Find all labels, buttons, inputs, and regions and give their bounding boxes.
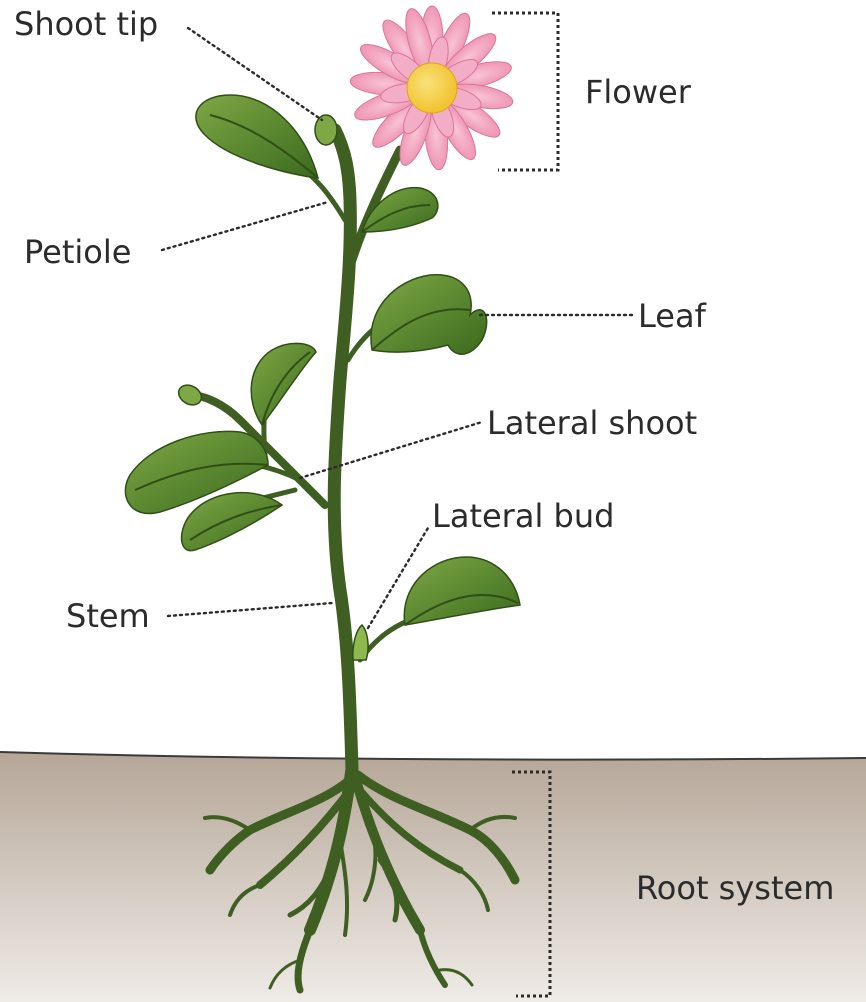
flower-drawing bbox=[349, 6, 514, 171]
leader-petiole bbox=[162, 202, 328, 250]
label-root-system: Root system bbox=[636, 872, 834, 904]
label-stem: Stem bbox=[66, 600, 150, 632]
label-lateral-shoot: Lateral shoot bbox=[487, 407, 697, 439]
label-leaf: Leaf bbox=[638, 300, 706, 332]
label-lateral-bud: Lateral bud bbox=[432, 500, 614, 532]
label-flower: Flower bbox=[585, 76, 691, 108]
label-shoot-tip: Shoot tip bbox=[14, 8, 158, 40]
label-petiole: Petiole bbox=[24, 236, 131, 268]
leaves-drawing bbox=[125, 95, 520, 625]
leader-lateral-shoot bbox=[300, 422, 482, 478]
leader-stem bbox=[168, 603, 332, 616]
